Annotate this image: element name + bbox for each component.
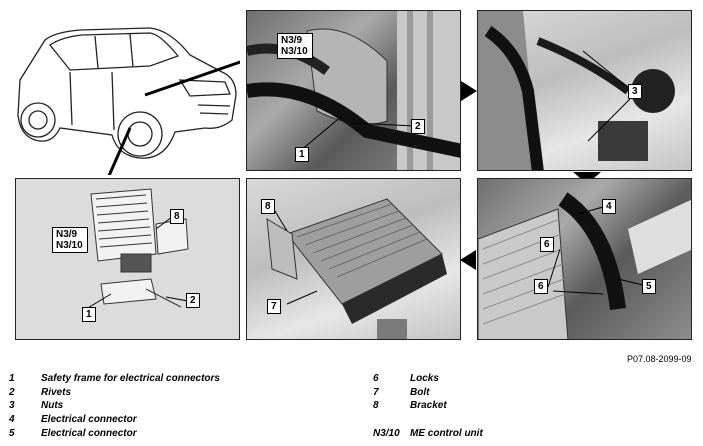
legend-description: Bolt xyxy=(410,387,430,398)
legend-description: Rivets xyxy=(41,387,72,398)
legend-number: 3 xyxy=(9,400,15,411)
panel-5-label-6-top: 6 xyxy=(540,237,554,252)
panel-3-label-8: 8 xyxy=(170,209,184,224)
vehicle-illustration xyxy=(0,10,247,179)
legend-description: Locks xyxy=(410,373,439,384)
legend-number: 4 xyxy=(9,414,15,425)
panel-3-drawing xyxy=(85,188,189,310)
legend-description: Safety frame for electrical connectors xyxy=(41,373,220,384)
legend-number: 6 xyxy=(373,373,379,384)
legend-number: N3/10 xyxy=(373,428,400,439)
panel-3-tag-line-2: N3/10 xyxy=(56,240,83,251)
photo-panel-4: 8 7 xyxy=(246,178,461,340)
panel-1-tag-line-2: N3/10 xyxy=(281,46,308,57)
panel-4-scene xyxy=(266,198,447,339)
photo-panel-2: 3 xyxy=(477,10,692,171)
legend-description: Electrical connector xyxy=(41,428,137,439)
panel-3-tag-line-1: N3/9 xyxy=(56,229,78,240)
panel-2-scene xyxy=(478,11,675,170)
panel-5-label-5: 5 xyxy=(642,279,656,294)
panel-1-tag: N3/9 N3/10 xyxy=(277,33,313,59)
legend-number: 5 xyxy=(9,428,15,439)
panel-1-label-2: 2 xyxy=(411,119,425,134)
panel-4-label-7: 7 xyxy=(267,299,281,314)
legend-number: 1 xyxy=(9,373,15,384)
legend-number: 2 xyxy=(9,387,15,398)
panel-1-tag-line-1: N3/9 xyxy=(281,35,303,46)
suv-drawing xyxy=(17,27,247,179)
legend-description: Nuts xyxy=(41,400,64,411)
panel-4-label-8: 8 xyxy=(261,199,275,214)
panel-1-scene xyxy=(247,11,460,170)
reference-code: P07.08-2099-09 xyxy=(627,354,692,364)
legend-number: 7 xyxy=(373,387,379,398)
legend-description: ME control unit xyxy=(410,428,483,439)
legend-number: 8 xyxy=(373,400,379,411)
panel-5-label-4: 4 xyxy=(602,199,616,214)
panel-3-label-2: 2 xyxy=(186,293,200,308)
panel-3-label-1: 1 xyxy=(82,307,96,322)
panel-5-label-6-bottom: 6 xyxy=(534,279,548,294)
legend-description: Bracket xyxy=(410,400,447,411)
arrow-left-icon xyxy=(460,250,476,270)
panel-1-label-1: 1 xyxy=(295,147,309,162)
legend-description: Electrical connector xyxy=(41,414,137,425)
diagram-panel-3: N3/9 N3/10 8 2 1 xyxy=(15,178,240,340)
panel-2-label-3: 3 xyxy=(628,84,642,99)
panel-3-tag: N3/9 N3/10 xyxy=(52,227,88,253)
panel-5-scene xyxy=(478,192,691,339)
arrow-right-icon xyxy=(461,81,477,101)
photo-panel-5: 4 6 6 5 xyxy=(477,178,692,340)
photo-panel-1: N3/9 N3/10 2 1 xyxy=(246,10,461,171)
